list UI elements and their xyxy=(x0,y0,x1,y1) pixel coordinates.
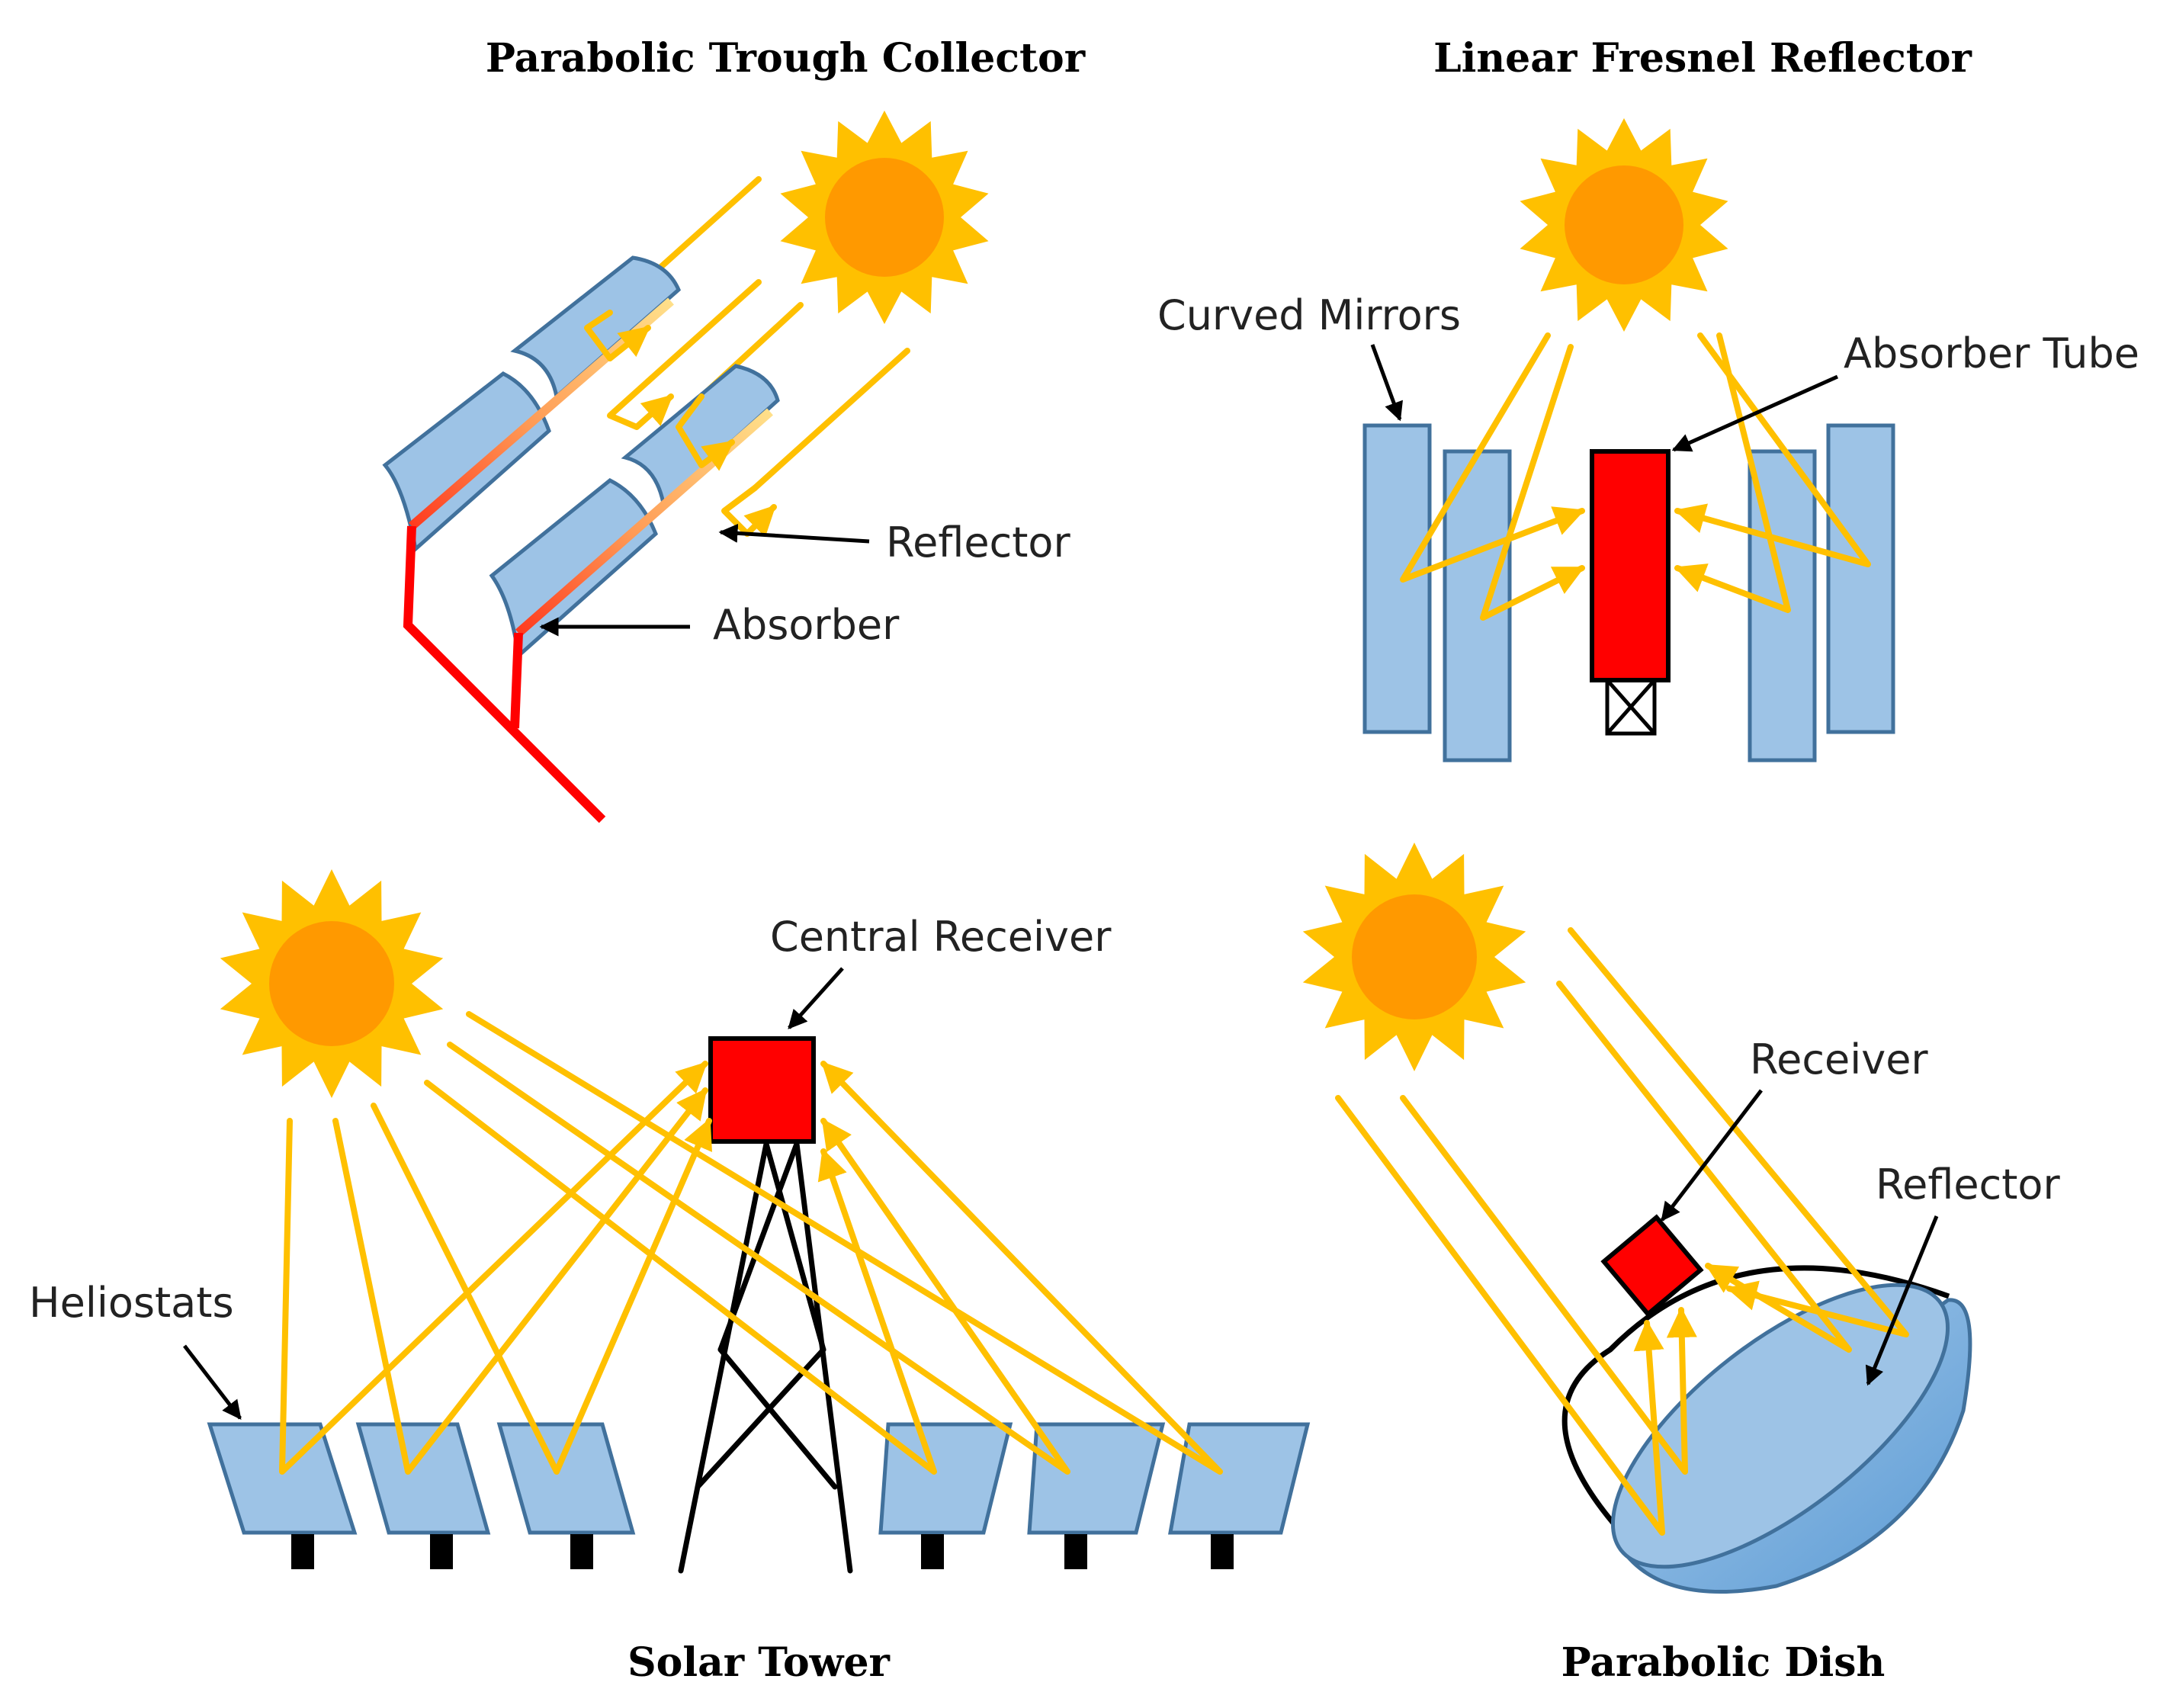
title-parabolic-trough: Parabolic Trough Collector xyxy=(486,35,1086,82)
reflected-ray xyxy=(1335,1095,1665,1536)
reflected-ray xyxy=(607,378,674,430)
fresnel-mirror xyxy=(1826,423,1895,734)
reflected-ray xyxy=(371,1103,712,1475)
reflected-ray xyxy=(1400,1095,1697,1475)
title-linear-fresnel: Linear Fresnel Reflector xyxy=(1433,35,1972,82)
title-solar-tower: Solar Tower xyxy=(627,1639,890,1686)
reflected-ray xyxy=(584,310,651,361)
parabolic-trough-panel: Reflector Absorber xyxy=(382,111,1070,824)
sun-icon xyxy=(1302,843,1526,1071)
label-heliostats: Heliostats xyxy=(29,1279,234,1327)
reflected-ray xyxy=(721,485,777,538)
reflected-ray xyxy=(279,1061,708,1475)
reflected-ray xyxy=(676,393,735,471)
sun-core xyxy=(1565,165,1683,284)
sun-icon xyxy=(1520,118,1728,332)
heliostat-5 xyxy=(1027,1422,1166,1569)
heat-transfer-pipe xyxy=(510,632,523,729)
sun-core xyxy=(1352,894,1477,1019)
label-trough-reflector: Reflector xyxy=(886,518,1070,567)
sun-core xyxy=(825,158,944,277)
reflected-ray xyxy=(1568,927,1909,1337)
central-receiver xyxy=(708,1036,816,1144)
label-dish-receiver: Receiver xyxy=(1750,1035,1928,1084)
absorber-support xyxy=(1605,678,1657,736)
dish-receiver xyxy=(1600,1214,1704,1318)
reflected-ray xyxy=(1480,344,1585,621)
heliostat-4 xyxy=(878,1422,1013,1569)
sun-icon xyxy=(220,869,444,1098)
dish-reflector-pointer xyxy=(1865,1215,1939,1386)
reflected-ray xyxy=(466,1011,1223,1475)
sun-icon xyxy=(780,111,989,324)
reflector-pointer xyxy=(718,523,870,544)
parabolic-dish-panel: Receiver Reflector xyxy=(1302,843,2060,1594)
sun-ray xyxy=(752,348,910,491)
heliostat-1 xyxy=(207,1422,358,1569)
label-absorber-tube: Absorber Tube xyxy=(1844,329,2139,377)
label-central-receiver: Central Receiver xyxy=(770,913,1112,961)
trough-reflector xyxy=(489,478,658,660)
sun-ray xyxy=(645,279,762,384)
tower-structure xyxy=(678,1141,853,1574)
label-curved-mirrors: Curved Mirrors xyxy=(1157,291,1461,339)
sun-core xyxy=(269,921,394,1046)
curved-mirrors-pointer xyxy=(1370,344,1403,422)
reflected-ray xyxy=(447,1042,1070,1475)
linear-fresnel-panel: Curved Mirrors Absorber Tube xyxy=(1157,118,2139,762)
reflected-ray xyxy=(332,1087,708,1475)
reflected-ray xyxy=(1400,332,1585,583)
trough-reflector xyxy=(382,371,551,553)
label-dish-reflector: Reflector xyxy=(1876,1161,2060,1209)
reflected-ray xyxy=(1674,332,1791,613)
heliostat-2 xyxy=(355,1422,491,1569)
fresnel-mirror xyxy=(1362,423,1432,734)
fresnel-absorber-tube xyxy=(1590,449,1671,682)
title-parabolic-dish: Parabolic Dish xyxy=(1561,1639,1886,1686)
dish-receiver-pointer xyxy=(1661,1089,1763,1222)
solar-tower-panel: Central Receiver Heliostats xyxy=(29,869,1311,1574)
absorber-tube-pointer xyxy=(1671,374,1839,452)
label-trough-absorber: Absorber xyxy=(713,601,900,649)
heliostats-pointer xyxy=(183,1344,242,1420)
trough-reflector xyxy=(621,364,780,507)
central-receiver-pointer xyxy=(788,967,844,1029)
heat-transfer-pipe xyxy=(403,525,606,824)
dish-support-arc xyxy=(1561,1265,1950,1565)
dish-reflector-rim xyxy=(1610,1283,1950,1569)
reflected-ray xyxy=(424,1080,937,1475)
heliostat-6 xyxy=(1168,1422,1311,1569)
heliostat-3 xyxy=(496,1422,636,1569)
